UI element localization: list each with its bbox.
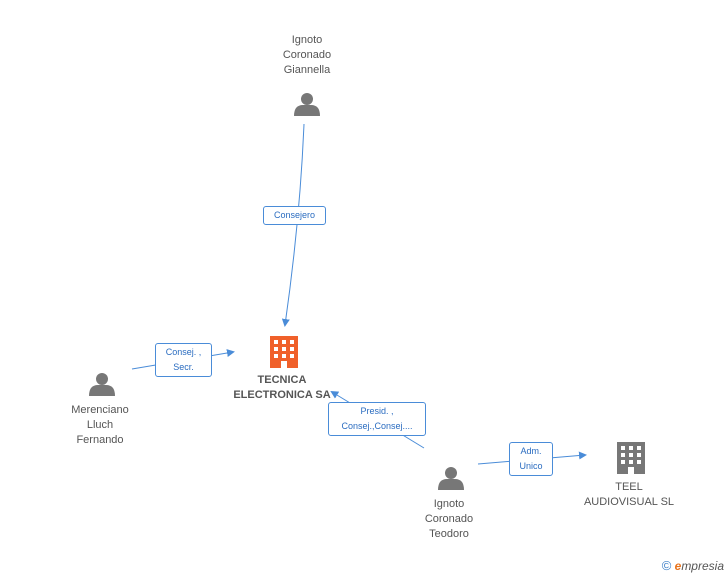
building-icon[interactable] bbox=[270, 336, 298, 368]
relation-label-consejero[interactable]: Consejero bbox=[263, 206, 326, 225]
person-icon[interactable] bbox=[438, 467, 464, 490]
person-icon[interactable] bbox=[294, 93, 320, 116]
person-icon[interactable] bbox=[89, 373, 115, 396]
relation-label-adm-unico[interactable]: Adm. Unico bbox=[509, 442, 553, 476]
relation-label-consej-secr[interactable]: Consej. , Secr. bbox=[155, 343, 212, 377]
brand-logo: © empresia bbox=[661, 558, 724, 573]
node-label-giannella[interactable]: Ignoto Coronado Giannella bbox=[282, 34, 332, 76]
building-icon[interactable] bbox=[617, 442, 645, 474]
node-label-tecnica[interactable]: TECNICA ELECTRONICA SA bbox=[233, 374, 331, 401]
copyright-icon: © bbox=[661, 558, 672, 573]
node-label-teel[interactable]: TEEL AUDIOVISUAL SL bbox=[583, 481, 675, 508]
node-label-teodoro[interactable]: Ignoto Coronado Teodoro bbox=[424, 498, 474, 540]
relation-label-presid[interactable]: Presid. , Consej.,Consej.... bbox=[328, 402, 426, 436]
node-label-merenciano[interactable]: Merenciano Lluch Fernando bbox=[71, 404, 129, 446]
